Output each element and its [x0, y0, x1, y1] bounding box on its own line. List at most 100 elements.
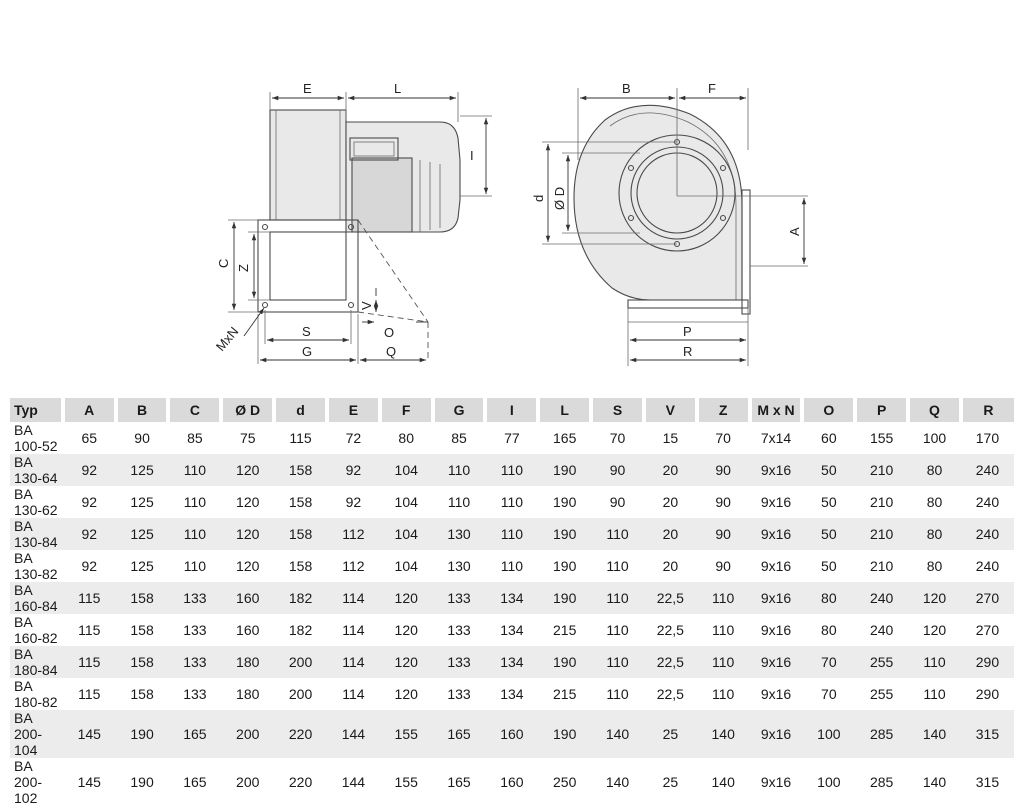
value-cell: 110	[168, 550, 222, 582]
value-cell: 155	[379, 710, 433, 758]
value-cell: 50	[802, 454, 856, 486]
value-cell: 144	[326, 710, 380, 758]
value-cell: 80	[908, 454, 961, 486]
value-cell: 92	[62, 486, 116, 518]
value-cell: 110	[591, 646, 644, 678]
value-cell: 190	[538, 710, 592, 758]
label-Q: Q	[386, 344, 396, 359]
type-cell: BA 160-82	[10, 614, 63, 646]
value-cell: 120	[221, 518, 275, 550]
column-header: Q	[906, 398, 961, 422]
value-cell: 9x16	[749, 486, 803, 518]
value-cell: 9x16	[749, 678, 803, 710]
value-cell: 165	[168, 758, 222, 806]
column-header: E	[324, 398, 380, 422]
value-cell: 80	[908, 550, 961, 582]
value-cell: 120	[221, 454, 275, 486]
column-header: A	[60, 398, 116, 422]
value-cell: 190	[538, 454, 592, 486]
value-cell: 115	[62, 678, 116, 710]
label-R: R	[683, 344, 692, 359]
type-cell: BA 200-104	[10, 710, 63, 758]
value-cell: 22,5	[643, 678, 697, 710]
value-cell: 15	[643, 422, 697, 454]
column-header: Typ	[10, 398, 63, 422]
value-cell: 180	[221, 646, 275, 678]
value-cell: 240	[960, 454, 1014, 486]
type-cell: BA 180-84	[10, 646, 63, 678]
value-cell: 120	[379, 614, 433, 646]
type-cell: BA 100-52	[10, 422, 63, 454]
value-cell: 90	[591, 486, 644, 518]
value-cell: 215	[538, 678, 592, 710]
value-cell: 134	[485, 646, 539, 678]
value-cell: 115	[62, 614, 116, 646]
label-F: F	[708, 81, 716, 96]
label-I: I	[470, 148, 474, 163]
value-cell: 160	[221, 582, 275, 614]
value-cell: 114	[326, 582, 380, 614]
type-cell: BA 160-84	[10, 582, 63, 614]
value-cell: 133	[432, 614, 486, 646]
value-cell: 65	[62, 422, 116, 454]
value-cell: 50	[802, 550, 856, 582]
value-cell: 110	[696, 614, 750, 646]
value-cell: 190	[538, 486, 592, 518]
value-cell: 255	[855, 678, 909, 710]
value-cell: 110	[432, 454, 486, 486]
value-cell: 100	[802, 710, 856, 758]
value-cell: 114	[326, 678, 380, 710]
value-cell: 158	[274, 550, 327, 582]
value-cell: 20	[643, 486, 697, 518]
value-cell: 160	[485, 710, 539, 758]
column-header: d	[272, 398, 327, 422]
label-Z: Z	[236, 264, 251, 272]
value-cell: 110	[432, 486, 486, 518]
label-D: Ø D	[552, 187, 567, 210]
value-cell: 120	[379, 678, 433, 710]
value-cell: 70	[802, 646, 856, 678]
label-C: C	[216, 259, 231, 268]
value-cell: 50	[802, 486, 856, 518]
value-cell: 22,5	[643, 582, 697, 614]
value-cell: 240	[855, 614, 909, 646]
value-cell: 270	[960, 614, 1014, 646]
value-cell: 190	[538, 582, 592, 614]
value-cell: 25	[643, 710, 697, 758]
column-header: R	[958, 398, 1014, 422]
column-header: L	[536, 398, 592, 422]
value-cell: 70	[802, 678, 856, 710]
front-view: B F d Ø D A P R	[531, 81, 808, 366]
value-cell: 22,5	[643, 646, 697, 678]
value-cell: 315	[960, 710, 1014, 758]
value-cell: 182	[274, 614, 327, 646]
value-cell: 120	[221, 486, 275, 518]
value-cell: 180	[221, 678, 275, 710]
value-cell: 133	[168, 678, 222, 710]
label-O: O	[384, 325, 394, 340]
column-header: C	[166, 398, 222, 422]
label-S: S	[302, 324, 311, 339]
value-cell: 144	[326, 758, 380, 806]
value-cell: 110	[696, 582, 750, 614]
value-cell: 60	[802, 422, 856, 454]
type-cell: BA 130-64	[10, 454, 63, 486]
value-cell: 140	[908, 710, 961, 758]
value-cell: 112	[326, 518, 380, 550]
value-cell: 140	[591, 758, 644, 806]
value-cell: 85	[432, 422, 486, 454]
value-cell: 90	[696, 518, 750, 550]
value-cell: 215	[538, 614, 592, 646]
label-V: V	[359, 301, 374, 310]
value-cell: 140	[908, 758, 961, 806]
